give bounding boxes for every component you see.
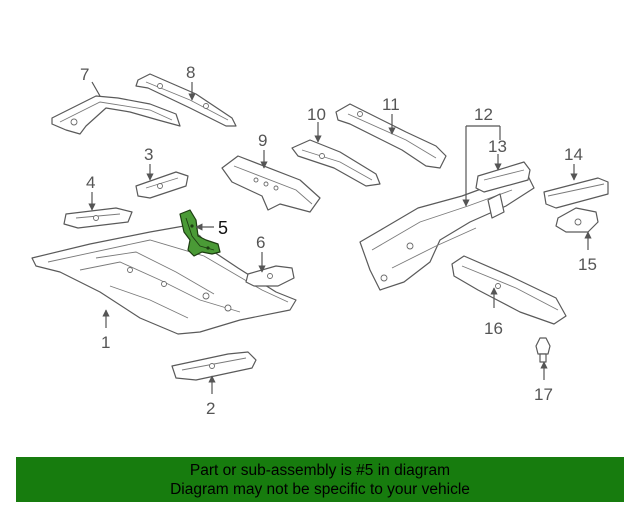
part-15-bracket[interactable] — [555, 207, 599, 233]
callout-8: 8 — [186, 63, 195, 82]
callout-1: 1 — [101, 333, 110, 352]
part-13-bracket[interactable] — [475, 161, 531, 193]
leader-lines — [88, 81, 592, 394]
callout-6: 6 — [256, 233, 265, 252]
callout-12: 12 — [474, 105, 493, 124]
callout-11: 11 — [382, 95, 400, 114]
banner-line-1: Part or sub-assembly is #5 in diagram — [189, 462, 451, 479]
part-10-member[interactable] — [291, 139, 381, 187]
callout-numbers: 7 8 3 4 5 6 9 10 11 12 13 14 15 16 17 1 … — [80, 63, 597, 418]
part-11-member[interactable] — [335, 103, 447, 169]
info-banner: Part or sub-assembly is #5 in diagram Di… — [16, 457, 624, 502]
part-5-highlighted-bracket[interactable] — [179, 209, 221, 257]
callout-14: 14 — [564, 145, 583, 164]
part-16-side-member[interactable] — [451, 255, 567, 325]
callout-5: 5 — [218, 218, 228, 238]
part-12-frame[interactable] — [359, 175, 535, 291]
part-7-side-member[interactable] — [51, 95, 181, 135]
part-9-reinforcement[interactable] — [221, 155, 321, 213]
callout-7: 7 — [80, 65, 89, 84]
callout-13: 13 — [488, 137, 507, 156]
callout-3: 3 — [144, 145, 153, 164]
part-1-floor-pan[interactable] — [31, 225, 297, 335]
part-17-clip[interactable] — [535, 337, 551, 363]
banner-line-2: Diagram may not be specific to your vehi… — [170, 481, 470, 498]
callout-2: 2 — [206, 399, 215, 418]
callout-9: 9 — [258, 131, 267, 150]
part-6-bracket[interactable] — [245, 265, 295, 287]
part-2-lower-member[interactable] — [171, 351, 257, 381]
part-3-bracket[interactable] — [135, 171, 189, 199]
callout-15: 15 — [578, 255, 597, 274]
parts-diagram: 7 8 3 4 5 6 9 10 11 12 13 14 15 16 17 1 … — [31, 63, 609, 418]
callout-17: 17 — [534, 385, 553, 404]
callout-4: 4 — [86, 173, 95, 192]
part-4-plate[interactable] — [63, 207, 133, 229]
callout-16: 16 — [484, 319, 503, 338]
part-14-bar[interactable] — [543, 177, 609, 209]
callout-10: 10 — [307, 105, 326, 124]
